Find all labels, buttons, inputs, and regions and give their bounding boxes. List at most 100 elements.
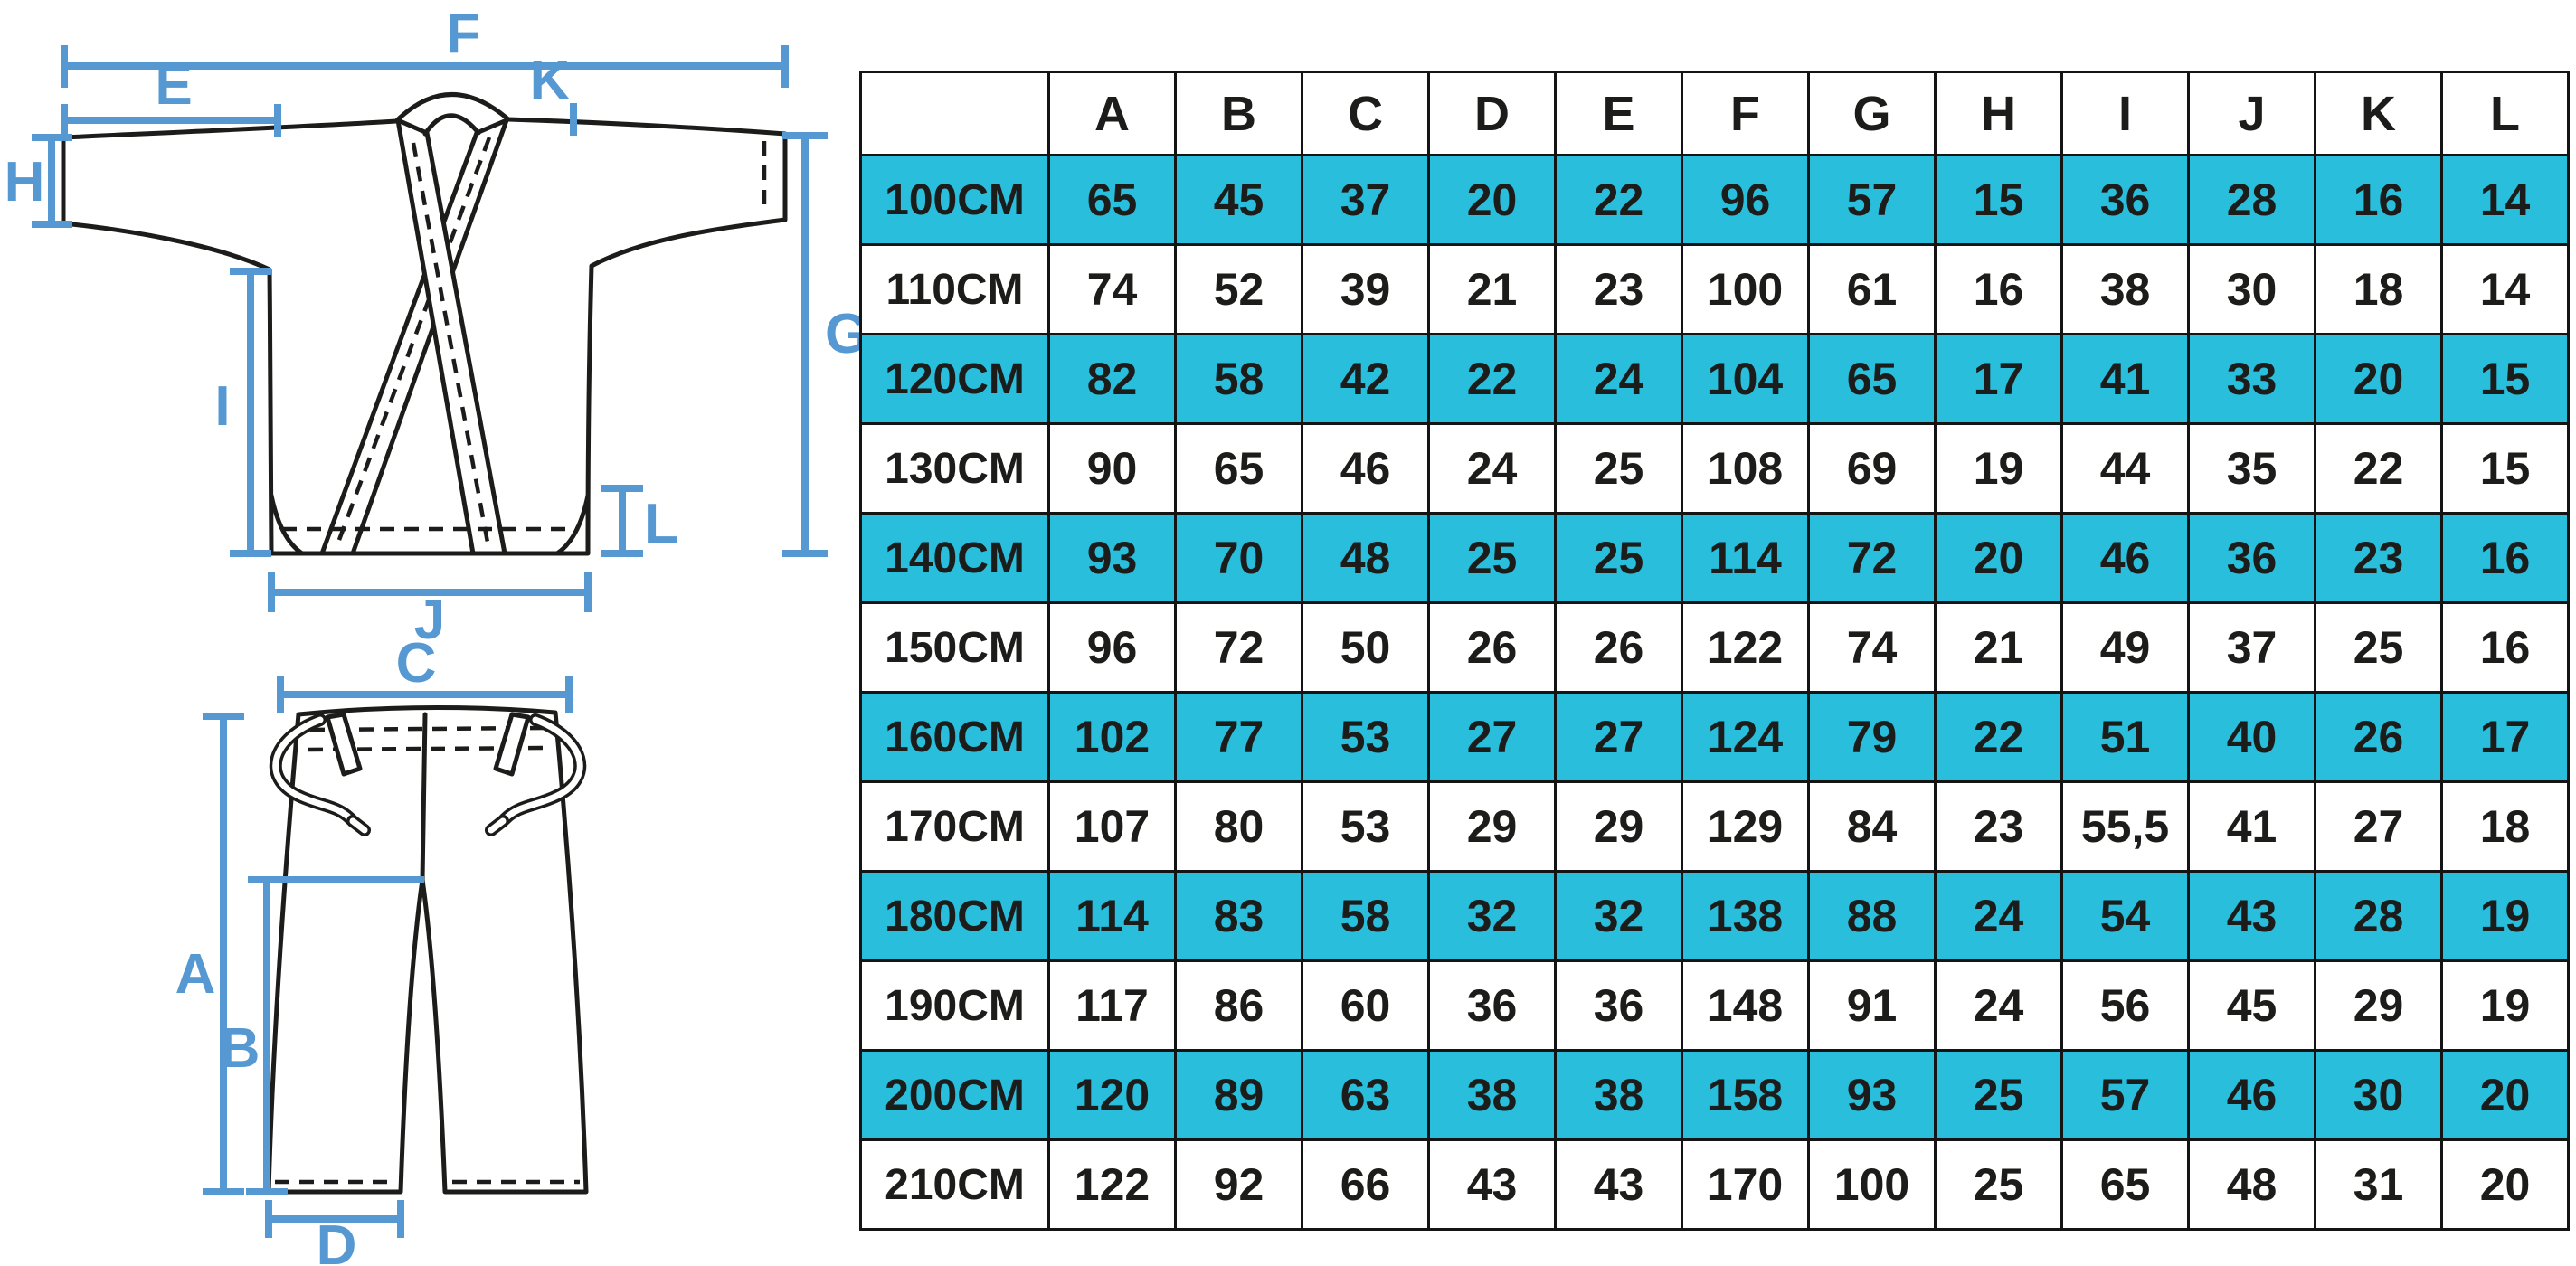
value-cell-A: 122 [1047, 1138, 1177, 1231]
value-cell-G: 72 [1807, 512, 1937, 604]
value-cell-K: 26 [2314, 691, 2443, 783]
value-cell-B: 86 [1174, 959, 1303, 1052]
size-label: 110CM [859, 243, 1050, 335]
value-cell-J: 41 [2187, 780, 2316, 873]
value-cell-F: 138 [1681, 870, 1810, 962]
pants-tie-left-inner [272, 716, 355, 823]
value-cell-K: 29 [2314, 959, 2443, 1052]
value-cell-G: 74 [1807, 601, 1937, 694]
pants-outline [266, 704, 589, 1195]
value-cell-H: 20 [1934, 512, 2063, 604]
pants-center-seam [420, 712, 428, 883]
value-cell-B: 92 [1174, 1138, 1303, 1231]
value-cell-I: 49 [2060, 601, 2190, 694]
value-cell-D: 26 [1427, 601, 1557, 694]
dim-line-J [268, 572, 592, 612]
value-cell-B: 89 [1174, 1049, 1303, 1141]
value-cell-I: 55,5 [2060, 780, 2190, 873]
value-cell-G: 88 [1807, 870, 1937, 962]
value-cell-E: 23 [1554, 243, 1683, 335]
value-cell-F: 108 [1681, 422, 1810, 515]
dim-label-H: H [5, 151, 45, 213]
value-cell-C: 48 [1301, 512, 1430, 604]
value-cell-K: 28 [2314, 870, 2443, 962]
value-cell-I: 56 [2060, 959, 2190, 1052]
value-cell-G: 69 [1807, 422, 1937, 515]
dim-line-I [230, 268, 271, 557]
value-cell-E: 43 [1554, 1138, 1683, 1231]
value-cell-E: 25 [1554, 512, 1683, 604]
value-cell-G: 61 [1807, 243, 1937, 335]
dim-label-L: L [644, 493, 678, 555]
value-cell-C: 63 [1301, 1049, 1430, 1141]
dim-line-A [203, 713, 244, 1195]
value-cell-F: 100 [1681, 243, 1810, 335]
value-cell-I: 51 [2060, 691, 2190, 783]
value-cell-D: 24 [1427, 422, 1557, 515]
value-cell-C: 66 [1301, 1138, 1430, 1231]
jacket-lapel-left-stitch [411, 142, 491, 548]
value-cell-D: 27 [1427, 691, 1557, 783]
value-cell-G: 65 [1807, 333, 1937, 425]
value-cell-D: 32 [1427, 870, 1557, 962]
value-cell-D: 38 [1427, 1049, 1557, 1141]
value-cell-H: 21 [1934, 601, 2063, 694]
value-cell-G: 100 [1807, 1138, 1937, 1231]
value-cell-H: 19 [1934, 422, 2063, 515]
value-cell-L: 18 [2440, 780, 2570, 873]
value-cell-A: 114 [1047, 870, 1177, 962]
value-cell-J: 48 [2187, 1138, 2316, 1231]
size-label: 150CM [859, 601, 1050, 694]
value-cell-D: 43 [1427, 1138, 1557, 1231]
value-cell-F: 158 [1681, 1049, 1810, 1141]
value-cell-J: 37 [2187, 601, 2316, 694]
value-cell-B: 52 [1174, 243, 1303, 335]
value-cell-K: 16 [2314, 154, 2443, 246]
value-cell-A: 82 [1047, 333, 1177, 425]
value-cell-E: 27 [1554, 691, 1683, 783]
value-cell-D: 29 [1427, 780, 1557, 873]
value-cell-J: 36 [2187, 512, 2316, 604]
value-cell-A: 74 [1047, 243, 1177, 335]
value-cell-E: 38 [1554, 1049, 1683, 1141]
header-cell-D: D [1427, 71, 1557, 156]
dim-label-K: K [530, 50, 571, 112]
value-cell-E: 25 [1554, 422, 1683, 515]
dim-label-I: I [214, 375, 230, 438]
value-cell-H: 17 [1934, 333, 2063, 425]
value-cell-E: 32 [1554, 870, 1683, 962]
size-label: 130CM [859, 422, 1050, 515]
value-cell-J: 33 [2187, 333, 2316, 425]
value-cell-A: 117 [1047, 959, 1177, 1052]
pants-belt-loop-right [493, 712, 531, 777]
value-cell-B: 65 [1174, 422, 1303, 515]
value-cell-H: 22 [1934, 691, 2063, 783]
header-cell-G: G [1807, 71, 1937, 156]
dim-label-J: J [414, 589, 445, 644]
dim-line-E [61, 104, 281, 137]
value-cell-B: 70 [1174, 512, 1303, 604]
value-cell-J: 40 [2187, 691, 2316, 783]
pants-tie-right-tip-inner [488, 817, 507, 834]
header-cell-H: H [1934, 71, 2063, 156]
size-label: 120CM [859, 333, 1050, 425]
value-cell-J: 30 [2187, 243, 2316, 335]
pants-tie-left-tip-inner [349, 817, 368, 834]
jacket-collar-inner [422, 113, 481, 137]
value-cell-F: 114 [1681, 512, 1810, 604]
value-cell-J: 35 [2187, 422, 2316, 515]
value-cell-A: 102 [1047, 691, 1177, 783]
value-cell-C: 60 [1301, 959, 1430, 1052]
value-cell-I: 46 [2060, 512, 2190, 604]
value-cell-A: 90 [1047, 422, 1177, 515]
value-cell-F: 129 [1681, 780, 1810, 873]
value-cell-C: 37 [1301, 154, 1430, 246]
value-cell-G: 91 [1807, 959, 1937, 1052]
value-cell-C: 46 [1301, 422, 1430, 515]
value-cell-L: 15 [2440, 333, 2570, 425]
value-cell-I: 41 [2060, 333, 2190, 425]
